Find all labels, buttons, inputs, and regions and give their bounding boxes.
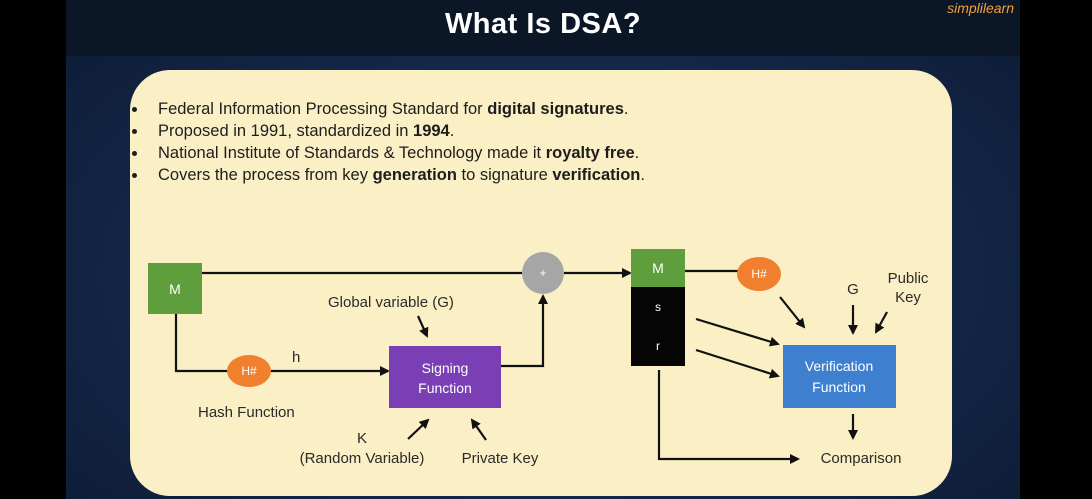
global-var-arrow — [416, 315, 429, 338]
pubkey-to-verify-arrow — [875, 311, 888, 334]
bullet-item: Proposed in 1991, standardized in 1994. — [130, 120, 645, 142]
stack-r-label: r — [656, 339, 660, 353]
public-label: Public — [888, 270, 929, 287]
title-bar: What Is DSA? simplilearn — [66, 0, 1020, 56]
slide: What Is DSA? simplilearn — [66, 0, 1020, 499]
hash-ellipse — [227, 355, 271, 387]
comparison-label: Comparison — [821, 450, 902, 467]
plus-label: + — [539, 266, 546, 280]
page-title: What Is DSA? — [444, 8, 642, 40]
s-to-verify-arrow — [695, 317, 780, 347]
m-to-hash-line — [174, 314, 228, 373]
global-variable-label: Global variable (G) — [328, 294, 454, 311]
random-var-arrow — [407, 418, 430, 440]
hash2-to-verify-arrow — [779, 296, 806, 329]
stack-m-box — [631, 249, 685, 287]
r-to-verify-arrow — [695, 348, 780, 379]
verification-label-line1: Verification — [805, 358, 873, 374]
private-key-arrow — [470, 418, 487, 441]
hash2-label: H# — [751, 267, 767, 281]
key-label: Key — [895, 289, 921, 306]
verification-function-box — [783, 345, 896, 408]
k-label: K — [357, 430, 367, 447]
hash-ellipse-2 — [737, 257, 781, 291]
signing-label-line1: Signing — [422, 360, 469, 376]
bullet-item: National Institute of Standards & Techno… — [130, 142, 645, 164]
hash-function-label: Hash Function — [198, 404, 295, 421]
brand-logo: simplilearn — [947, 0, 1014, 16]
hash-label: H# — [241, 364, 257, 378]
connectors — [174, 268, 888, 464]
random-variable-label: (Random Variable) — [300, 450, 425, 467]
stack-m-label: M — [652, 260, 664, 276]
g-label: G — [847, 281, 859, 298]
bullet-item: Covers the process from key generation t… — [130, 164, 645, 186]
signature-box — [631, 287, 685, 366]
bullet-item: Federal Information Processing Standard … — [130, 98, 645, 120]
signing-to-plus-arrow — [501, 294, 548, 368]
bullet-list: Federal Information Processing Standard … — [130, 98, 645, 186]
stack-s-label: s — [655, 300, 661, 314]
h-label: h — [292, 349, 300, 366]
private-key-label: Private Key — [462, 450, 539, 467]
verification-label-line2: Function — [812, 379, 866, 395]
message-box — [148, 263, 202, 314]
signing-label-line2: Function — [418, 380, 472, 396]
plus-circle — [522, 252, 564, 294]
message-label: M — [169, 281, 181, 297]
signing-function-box — [389, 346, 501, 408]
r-to-comparison-arrow — [657, 370, 800, 464]
